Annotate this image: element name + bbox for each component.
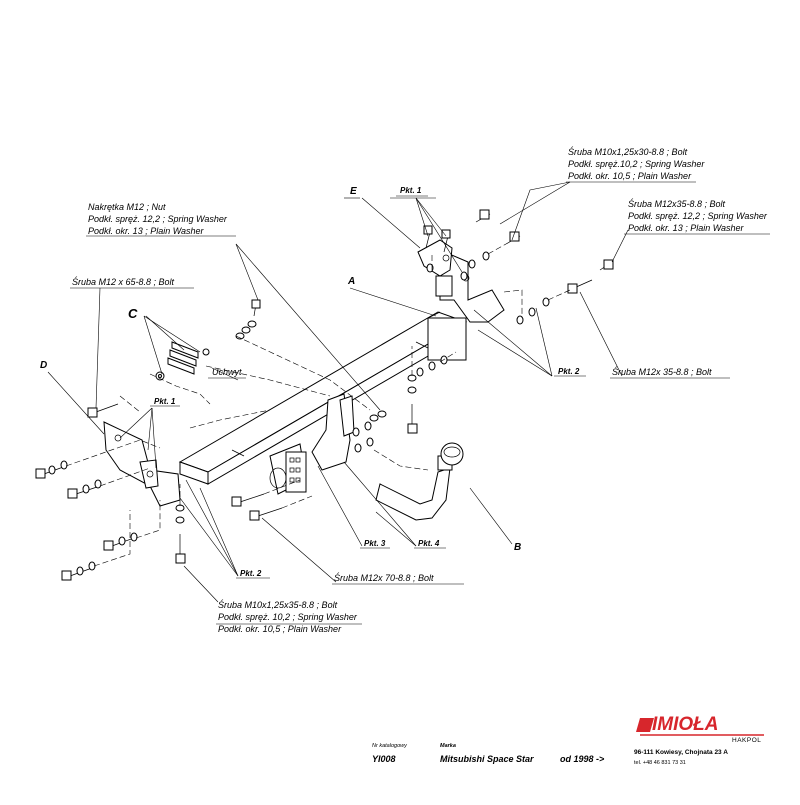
- top-bolt-line-3: Podkł. okr. 10,5 ; Plain Washer: [568, 171, 692, 181]
- socket-plate: [269, 443, 307, 495]
- left-side-bracket: [103, 421, 181, 507]
- logo-mark-icon: [636, 718, 654, 732]
- top-bolt-line-1: Śruba M10x1,25x30-8.8 ; Bolt: [568, 146, 688, 157]
- label-bolt-m12-35: Śruba M12x 35-8.8 ; Bolt: [612, 366, 712, 377]
- brand-label: Marka: [440, 743, 456, 749]
- right-bolt-line-1: Śruba M12x35-8.8 ; Bolt: [628, 198, 726, 209]
- right-bolt-line-2: Podkł. spręż. 12,2 ; Spring Washer: [628, 211, 768, 221]
- catalog-label: Nr katalogowy: [372, 743, 408, 749]
- pkt1-top: Pkt. 1: [400, 186, 422, 195]
- pkt4: Pkt. 4: [418, 539, 440, 548]
- logo-sub: HAKPOL: [732, 737, 761, 744]
- label-uchwyt: Uchwyt: [212, 367, 242, 377]
- label-nut-group: Nakrętka M12 ; Nut Podkł. spręż. 12,2 ; …: [88, 202, 228, 236]
- tow-ball: [375, 442, 464, 521]
- centre-drop-plate: [311, 393, 355, 471]
- brand-value: Mitsubishi Space Star: [440, 754, 534, 764]
- pkt2-bottom: Pkt. 2: [240, 569, 262, 578]
- pkt3: Pkt. 3: [364, 539, 386, 548]
- pkt1-left: Pkt. 1: [154, 397, 176, 406]
- company-address: 96-111 Kowiesy, Chojnata 23 A: [634, 749, 728, 756]
- letter-a: A: [347, 276, 355, 287]
- bottom-bolt-line-3: Podkł. okr. 10,5 ; Plain Washer: [218, 624, 342, 634]
- label-bolt-m12-70: Śruba M12x 70-8.8 ; Bolt: [334, 572, 434, 583]
- label-bottom-bolt: Śruba M10x1,25x35-8.8 ; Bolt Podkł. sprę…: [218, 599, 358, 634]
- leader-lines: [47, 181, 770, 625]
- bolts: [35, 209, 614, 581]
- letter-d: D: [40, 360, 47, 371]
- year-range: od 1998 ->: [560, 754, 605, 764]
- company-phone: tel. +48 46 831 73 31: [634, 760, 686, 766]
- bottom-bolt-line-1: Śruba M10x1,25x35-8.8 ; Bolt: [218, 599, 338, 610]
- top-bolt-line-2: Podkł. spręż.10,2 ; Spring Washer: [568, 159, 705, 169]
- title-block: Nr katalogowy YI008 Marka Mitsubishi Spa…: [372, 743, 605, 764]
- label-bolt-m12-65: Śruba M12 x 65-8.8 ; Bolt: [72, 276, 175, 287]
- letter-b: B: [514, 542, 521, 553]
- nut-group-line-2: Podkł. spręż. 12,2 ; Spring Washer: [88, 214, 228, 224]
- bottom-bolt-line-2: Podkł. spręż. 10,2 ; Spring Washer: [218, 612, 358, 622]
- nut-group-line-1: Nakrętka M12 ; Nut: [88, 202, 166, 212]
- washers-and-nuts: [48, 251, 550, 576]
- letter-c: C: [128, 306, 138, 321]
- letter-e: E: [350, 186, 357, 197]
- imiola-logo: IMIOŁA HAKPOL 96-111 Kowiesy, Chojnata 2…: [634, 714, 764, 766]
- right-bolt-line-3: Podkł. okr. 13 ; Plain Washer: [628, 223, 745, 233]
- nut-group-line-3: Podkł. okr. 13 ; Plain Washer: [88, 226, 205, 236]
- right-side-bracket: [417, 239, 505, 323]
- uchwyt-spacers: [155, 341, 210, 381]
- catalog-value: YI008: [372, 754, 396, 764]
- label-right-bolt: Śruba M12x35-8.8 ; Bolt Podkł. spręż. 12…: [628, 198, 768, 233]
- pkt2-right: Pkt. 2: [558, 367, 580, 376]
- label-top-bolt: Śruba M10x1,25x30-8.8 ; Bolt Podkł. sprę…: [568, 146, 705, 181]
- assembly-guide-lines: [65, 243, 571, 567]
- logo-name: IMIOŁA: [652, 714, 719, 735]
